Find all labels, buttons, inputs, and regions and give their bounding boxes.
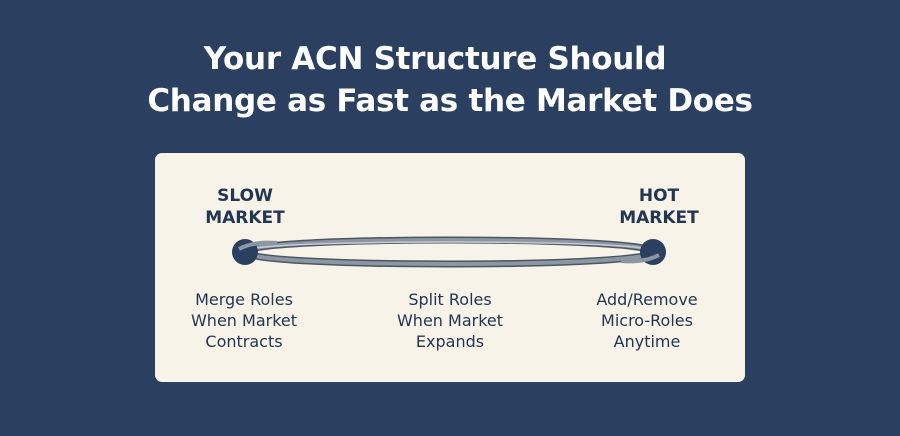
caption-line: When Market: [190, 311, 298, 330]
caption-line: Expands: [415, 332, 485, 351]
market-spectrum: [232, 236, 666, 268]
elastic-band-highlight: [254, 241, 644, 249]
title-line-1: Your ACN Structure Should: [203, 41, 667, 77]
band-over-left-node: [238, 240, 278, 251]
caption-line: Micro-Roles: [601, 311, 693, 330]
hot-market-label-line-1: HOT: [638, 186, 680, 206]
hot-market-label-line-2: MARKET: [619, 208, 699, 228]
caption-line: Split Roles: [408, 290, 492, 309]
hot-market-label: HOT MARKET: [599, 185, 719, 229]
band-over-right-node: [620, 253, 660, 264]
split-roles-caption: Split Roles When Market Expands: [365, 289, 535, 352]
slow-market-label-line-2: MARKET: [205, 208, 285, 228]
caption-line: Anytime: [613, 332, 681, 351]
micro-roles-caption: Add/Remove Micro-Roles Anytime: [562, 289, 732, 352]
caption-line: Contracts: [205, 332, 283, 351]
page-title: Your ACN Structure Should Change as Fast…: [0, 38, 900, 122]
title-line-2: Change as Fast as the Market Does: [147, 83, 753, 119]
caption-line: Add/Remove: [596, 290, 698, 309]
merge-roles-caption: Merge Roles When Market Contracts: [159, 289, 329, 352]
slow-market-label: SLOW MARKET: [185, 185, 305, 229]
caption-line: When Market: [396, 311, 504, 330]
caption-line: Merge Roles: [195, 290, 293, 309]
spectrum-card: SLOW MARKET HOT MARKET Merge Roles When …: [155, 153, 745, 382]
slow-market-label-line-1: SLOW: [217, 186, 273, 206]
